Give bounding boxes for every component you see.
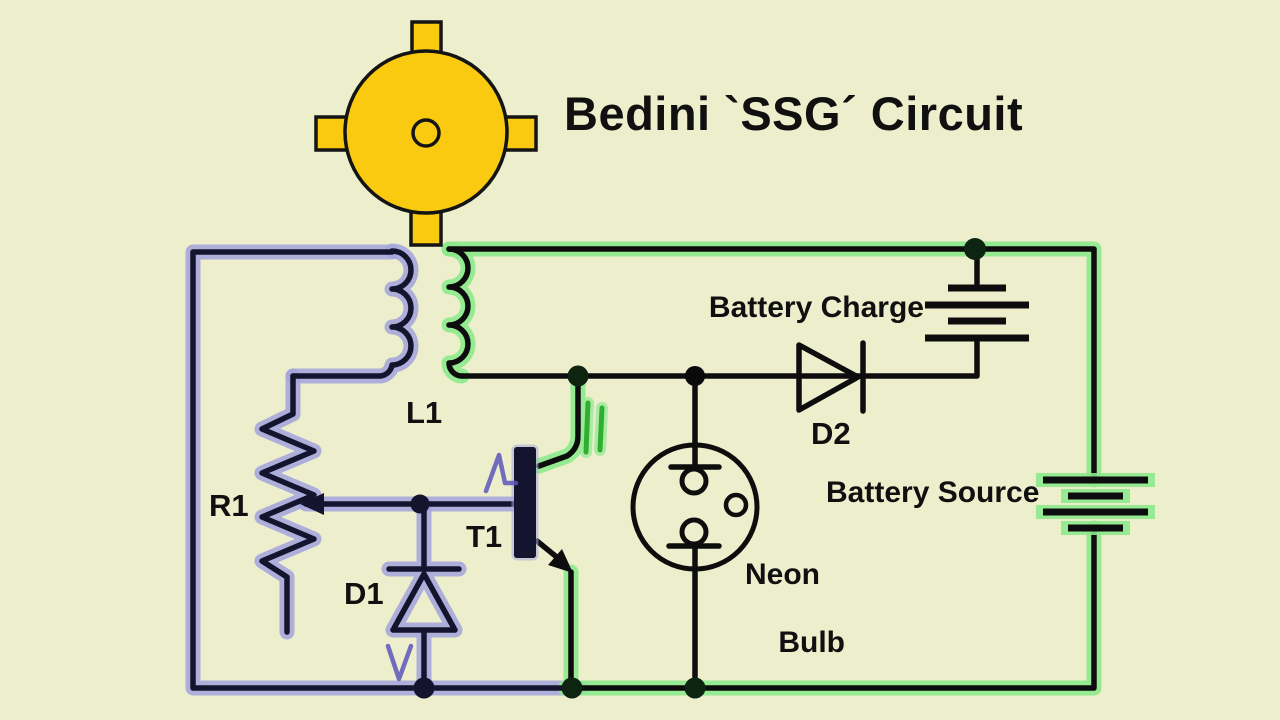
- spark-pulse-icon: [583, 400, 605, 455]
- transistor-label: T1: [466, 519, 503, 554]
- coil-label: L1: [406, 395, 443, 430]
- neon-bulb-label-line2: Bulb: [778, 626, 845, 659]
- neon-bulb-label-line1: Neon: [745, 558, 820, 591]
- rotor-wheel-icon: [314, 20, 538, 247]
- junction-dots: [410, 238, 986, 699]
- diode1-label: D1: [344, 576, 384, 611]
- battery-charge-icon: [925, 284, 1029, 342]
- npn-transistor-icon: [511, 444, 573, 573]
- neon-bulb-icon: [630, 442, 760, 572]
- top-output-wire: [449, 249, 1094, 480]
- neon-bulb-label: Neon Bulb: [745, 558, 845, 660]
- diode-d1-symbol: [389, 504, 459, 688]
- battery-source-icon: [1036, 473, 1155, 535]
- potentiometer-wiper-arrow-icon: [300, 493, 324, 515]
- diode-d2-icon: [796, 340, 866, 414]
- coil-primary-winding: [293, 251, 411, 376]
- page-title: Bedini `SSG´ Circuit: [564, 87, 1024, 140]
- diode2-label: D2: [811, 416, 851, 451]
- battery-charge-label: Battery Charge: [708, 291, 924, 324]
- battery-source-label: Battery Source: [826, 476, 1040, 509]
- rotor-axle-icon: [411, 118, 441, 148]
- negative-spike-waveform-icon: [385, 643, 414, 682]
- resistor-label: R1: [209, 488, 249, 523]
- emitter-arrow-icon: [548, 549, 573, 573]
- base-spike-waveform-icon: [483, 452, 519, 494]
